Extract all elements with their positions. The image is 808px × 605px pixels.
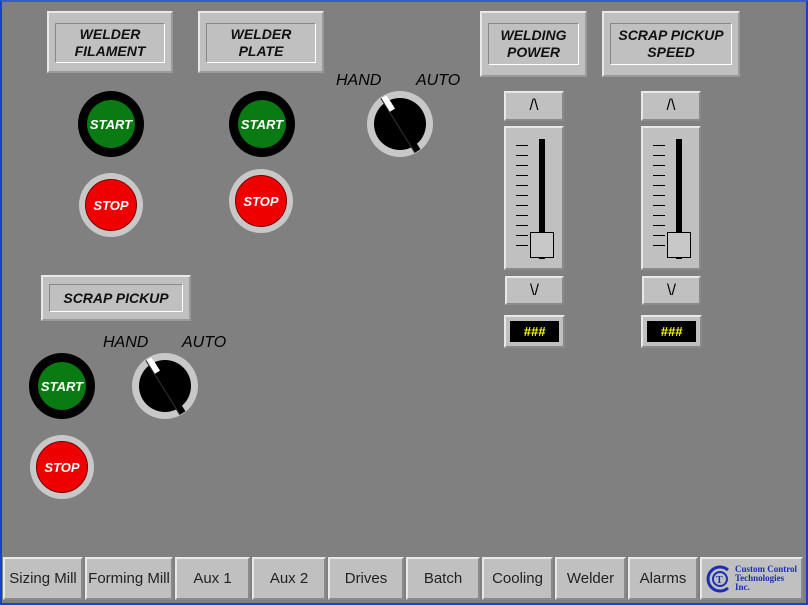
stop-label: STOP [36,441,88,493]
welder-filament-label-box: WELDER FILAMENT [47,11,173,73]
welder-plate-stop-button[interactable]: STOP [229,169,293,233]
slider-tick [516,145,528,146]
welding-power-up-button[interactable]: /\ [504,91,564,121]
nav-forming-mill[interactable]: Forming Mill [85,557,173,600]
welder-filament-start-button[interactable]: START [78,91,144,157]
scrap-pickup-start-button[interactable]: START [29,353,95,419]
slider-tick [653,155,665,156]
start-label: START [38,362,86,410]
slider-tick [653,235,665,236]
slider-tick [516,175,528,176]
welding-power-value: ### [510,321,559,342]
nav-sizing-mill[interactable]: Sizing Mill [3,557,83,600]
slider-tick [653,195,665,196]
slider-tick [653,185,665,186]
svg-text:T: T [716,574,723,585]
scrap-pickup-hand-auto-selector[interactable] [132,353,198,419]
slider-tick [653,175,665,176]
welder-plate-start-button[interactable]: START [229,91,295,157]
welder-filament-stop-button[interactable]: STOP [79,173,143,237]
auto-label: AUTO [182,334,227,351]
slider-tick [653,145,665,146]
nav-aux-2[interactable]: Aux 2 [252,557,326,600]
slider-tick [516,205,528,206]
welding-power-down-button[interactable]: \/ [505,276,564,305]
hand-label: HAND [336,72,382,89]
stop-label: STOP [235,175,287,227]
slider-tick [516,195,528,196]
scrap-speed-up-button[interactable]: /\ [641,91,701,121]
scrap-pickup-speed-value: ### [647,321,696,342]
scrap-pickup-speed-slider[interactable] [641,126,701,270]
slider-tick [516,225,528,226]
hand-label: HAND [103,334,149,351]
slider-tick [653,215,665,216]
scrap-pickup-stop-button[interactable]: STOP [30,435,94,499]
welding-power-label: WELDING POWER [488,23,579,65]
slider-tick [516,245,528,246]
scrap-speed-down-button[interactable]: \/ [642,276,701,305]
scrap-pickup-label-box: SCRAP PICKUP [41,275,191,321]
welder-hand-auto-selector[interactable] [367,91,433,157]
logo-line2: Technologies Inc. [734,573,785,592]
slider-tick [516,235,528,236]
nav-batch[interactable]: Batch [406,557,480,600]
slider-tick [653,165,665,166]
cct-logo-icon: T [706,565,729,592]
slider-tick [516,215,528,216]
scrap-pickup-speed-label: SCRAP PICKUP SPEED [610,23,732,65]
start-label: START [87,100,135,148]
slider-tick [653,245,665,246]
nav-aux-1[interactable]: Aux 1 [175,557,250,600]
logo-line1: Custom Control [734,564,798,574]
slider-tick [653,225,665,226]
slider-tick [516,155,528,156]
welding-power-label-box: WELDING POWER [480,11,587,77]
selector-pointer-icon [145,357,186,415]
scrap-pickup-label: SCRAP PICKUP [49,284,183,312]
slider-tick [516,185,528,186]
auto-label: AUTO [416,72,461,89]
scrap-pickup-speed-label-box: SCRAP PICKUP SPEED [602,11,740,77]
stop-label: STOP [85,179,137,231]
welder-filament-label: WELDER FILAMENT [55,23,165,63]
nav-welder[interactable]: Welder [555,557,626,600]
scrap-pickup-speed-display: ### [641,315,702,348]
slider-thumb[interactable] [667,232,691,258]
slider-tick [516,165,528,166]
welder-plate-label: WELDER PLATE [206,23,316,63]
nav-alarms[interactable]: Alarms [628,557,698,600]
welder-plate-label-box: WELDER PLATE [198,11,324,73]
slider-thumb[interactable] [530,232,554,258]
nav-drives[interactable]: Drives [328,557,404,600]
welding-power-display: ### [504,315,565,348]
selector-pointer-icon [380,95,421,153]
start-label: START [238,100,286,148]
welding-power-slider[interactable] [504,126,564,270]
nav-cooling[interactable]: Cooling [482,557,553,600]
slider-tick [653,205,665,206]
